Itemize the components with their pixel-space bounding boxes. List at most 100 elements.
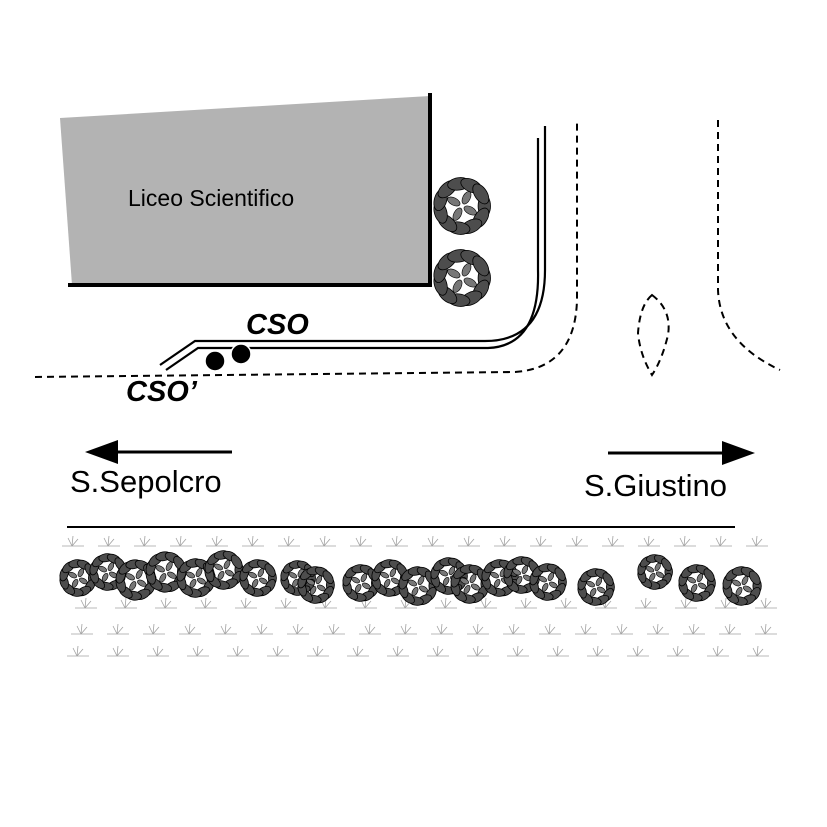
grass-tuft <box>227 645 249 657</box>
bush-leaf <box>217 570 225 581</box>
direction-indicators: S.Sepolcro S.Giustino <box>70 440 755 503</box>
bush-leaf <box>490 571 500 579</box>
grass-tuft <box>555 597 577 609</box>
road-edge-right <box>717 120 781 371</box>
grass-tuft <box>422 535 444 547</box>
bush-leaf <box>461 191 472 205</box>
bush-leaf <box>461 263 472 277</box>
bush-leaf <box>361 582 371 590</box>
grass-tuft <box>267 645 289 657</box>
bush-leaf <box>125 573 135 581</box>
bush-leaf <box>515 575 523 585</box>
grass-tuft <box>67 645 89 657</box>
grass-tuft <box>575 623 597 635</box>
grass-tuft <box>515 597 537 609</box>
bush-leaf <box>264 563 276 578</box>
building-wall-edge <box>68 93 432 287</box>
hedge-bush <box>678 564 716 602</box>
grass-tuft <box>107 623 129 635</box>
cso-marker <box>230 343 252 365</box>
grass-tuft <box>359 623 381 635</box>
grass-tuft <box>170 535 192 547</box>
cso-prime-label: CSO’ <box>126 376 198 408</box>
bush-leaf <box>472 183 490 205</box>
bush-leaf <box>452 207 463 221</box>
bush-leaf <box>521 565 529 575</box>
bush-leaf <box>417 575 425 586</box>
bush-leaf <box>548 581 558 589</box>
bush-leaf <box>690 583 698 593</box>
bush-leaf <box>354 583 362 593</box>
hedge-bush <box>297 566 335 604</box>
grass-tuft <box>530 535 552 547</box>
bush-leaf <box>288 572 298 579</box>
bush-leaf <box>654 562 661 572</box>
direction-left-label: S.Sepolcro <box>70 464 222 499</box>
bush-leaf <box>167 571 177 579</box>
grass-tuft <box>155 597 177 609</box>
grass-tuft <box>458 535 480 547</box>
bush-leaf <box>447 268 461 279</box>
bush-leaf <box>538 575 548 583</box>
bush-leaf <box>159 573 167 583</box>
bush-leaf <box>322 570 334 585</box>
arrow-right-icon <box>722 441 755 465</box>
direction-left: S.Sepolcro <box>70 440 232 499</box>
bush-leaf <box>472 255 490 277</box>
bush-leaf <box>292 578 299 588</box>
bush-leaf <box>129 581 137 591</box>
grass-tuft <box>251 623 273 635</box>
bush-leaf <box>101 572 109 582</box>
bush-leaf <box>418 585 429 593</box>
bush-leaf <box>731 579 742 587</box>
bush-leaf <box>554 567 566 582</box>
grass-tuft <box>602 535 624 547</box>
bush-leaf <box>459 577 470 585</box>
bush-leaf <box>165 561 173 571</box>
grass-tuft <box>494 535 516 547</box>
grass-tuft <box>206 535 228 547</box>
bush-leaf <box>315 575 323 585</box>
bush-leaf <box>439 569 449 577</box>
hedge-bush <box>398 566 438 606</box>
bush-leaf <box>351 576 361 584</box>
hedge-bush <box>577 568 615 606</box>
grass-tuft <box>195 597 217 609</box>
bush-leaf <box>224 569 235 577</box>
grass-tuft <box>350 535 372 547</box>
bush-leaf <box>98 565 108 573</box>
bush <box>433 177 491 235</box>
hedge-bush <box>239 559 277 597</box>
bush-leaf <box>230 554 243 569</box>
grass-tuft <box>347 645 369 657</box>
bush-leaf <box>316 584 326 592</box>
bush-leaf <box>661 558 672 572</box>
grass-tuft <box>187 645 209 657</box>
grass-tuft <box>314 535 336 547</box>
grass-tuft <box>62 535 84 547</box>
bush-leaf <box>447 196 461 207</box>
bush-leaf <box>649 572 656 582</box>
grass-tuft <box>635 597 657 609</box>
grass-tuft <box>566 535 588 547</box>
bush-leaf <box>469 573 477 584</box>
grass-tuft <box>98 535 120 547</box>
grass-tuft <box>315 597 337 609</box>
grass-tuft <box>707 645 729 657</box>
grass-tuft <box>507 645 529 657</box>
bush-leaf <box>407 579 418 587</box>
grass-tuft <box>179 623 201 635</box>
grass-tuft <box>683 623 705 635</box>
bush <box>433 249 491 307</box>
bush-leaf <box>602 572 614 587</box>
grass-tuft <box>386 535 408 547</box>
bush-leaf <box>470 583 481 591</box>
bush-leaf <box>223 559 231 570</box>
bush-leaf <box>68 571 78 579</box>
bush-leaf <box>411 586 419 597</box>
bush-leaf <box>687 576 697 584</box>
monitoring-points: CSO CSO’ <box>126 309 309 408</box>
grass-tuft <box>71 623 93 635</box>
